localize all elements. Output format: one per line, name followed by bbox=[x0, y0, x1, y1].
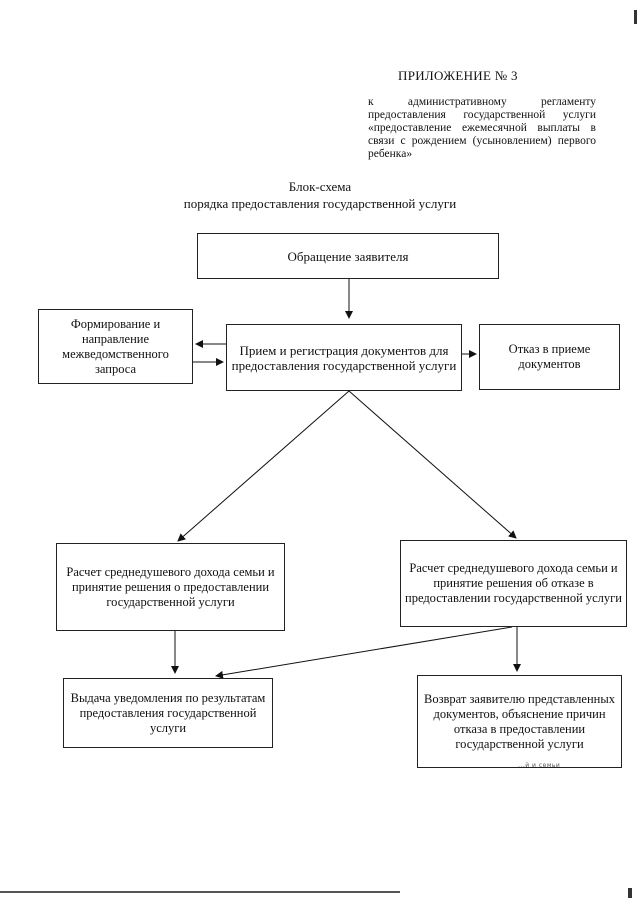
arrow-registration-to-refuse bbox=[348, 390, 517, 539]
scan-artifact-corner bbox=[628, 888, 632, 898]
scheme-title-line2: порядка предоставления государственной у… bbox=[183, 196, 457, 211]
appendix-note: к административному регламенту предостав… bbox=[368, 96, 596, 160]
box-refusal-acceptance: Отказ в приеме документов bbox=[479, 324, 620, 390]
arrow-registration-to-grant bbox=[177, 390, 350, 542]
box-registration: Прием и регистрация документов для предо… bbox=[226, 324, 462, 391]
appendix-title: ПРИЛОЖЕНИЕ № 3 bbox=[398, 68, 518, 83]
box-return-documents: Возврат заявителю представленных докумен… bbox=[417, 675, 622, 768]
scan-artifact-bottom bbox=[0, 891, 400, 893]
box-interagency-request: Формирование и направление межведомствен… bbox=[38, 309, 193, 384]
box-application: Обращение заявителя bbox=[197, 233, 499, 279]
scan-artifact-top bbox=[634, 10, 637, 24]
box-decision-refuse: Расчет среднедушевого дохода семьи и при… bbox=[400, 540, 627, 627]
scheme-title-line1: Блок-схема bbox=[288, 179, 352, 194]
box-notification: Выдача уведомления по результатам предос… bbox=[63, 678, 273, 748]
arrow-refuse-to-notification bbox=[215, 626, 513, 679]
stamp-fragment: ...й и семьи bbox=[518, 762, 561, 769]
box-decision-grant: Расчет среднедушевого дохода семьи и при… bbox=[56, 543, 285, 631]
